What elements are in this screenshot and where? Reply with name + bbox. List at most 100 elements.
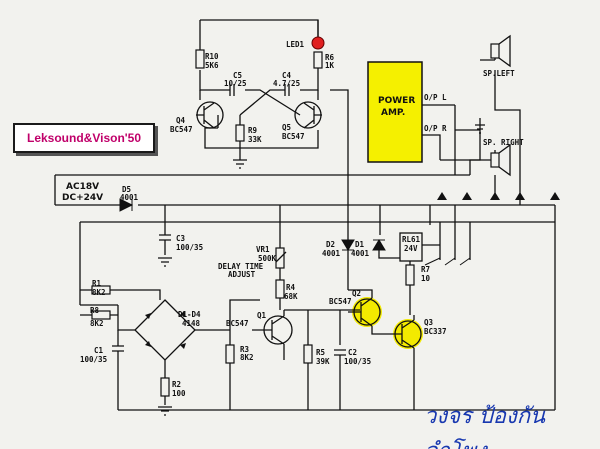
d1-diode: [372, 239, 386, 251]
svg-text:BC547: BC547: [329, 297, 352, 306]
supply-label-ac: AC18V: [66, 182, 99, 192]
svg-text:8K2: 8K2: [90, 319, 104, 328]
svg-text:100/35: 100/35: [344, 357, 371, 366]
svg-text:ADJUST: ADJUST: [228, 270, 256, 279]
svg-text:8K2: 8K2: [240, 353, 254, 362]
svg-text:DELAY TIME: DELAY TIME: [218, 262, 264, 271]
svg-text:24V: 24V: [404, 244, 418, 253]
svg-text:R3: R3: [240, 345, 250, 354]
svg-text:D2: D2: [326, 240, 335, 249]
ground-icon: [475, 124, 485, 134]
svg-text:68K: 68K: [284, 292, 298, 301]
c1-capacitor: [112, 330, 124, 410]
ground-icon: [233, 159, 247, 169]
svg-text:500K: 500K: [258, 254, 277, 263]
svg-text:5K6: 5K6: [205, 61, 219, 70]
svg-text:100/35: 100/35: [80, 355, 107, 364]
r2-resistor: [160, 377, 170, 397]
svg-text:R9: R9: [248, 126, 258, 135]
c2-capacitor: [334, 349, 346, 356]
r10-resistor: [195, 49, 205, 69]
speaker-right-label: SP. RIGHT: [483, 138, 524, 147]
svg-text:R10: R10: [205, 52, 219, 61]
c5-capacitor: [229, 84, 235, 96]
svg-text:BC547: BC547: [282, 132, 305, 141]
component-labels: R10 5K6 C5 10/25 C4 4.7/25 LED1 R6 1K Q4…: [80, 40, 447, 398]
svg-text:10: 10: [421, 274, 431, 283]
svg-text:C2: C2: [348, 348, 357, 357]
ground-rail: [118, 205, 556, 411]
svg-text:C5: C5: [233, 71, 242, 80]
c3-capacitor: [159, 234, 171, 255]
svg-text:Q5: Q5: [282, 123, 291, 132]
svg-text:Q3: Q3: [424, 318, 434, 327]
svg-text:33K: 33K: [248, 135, 262, 144]
diode-bridge: [134, 299, 196, 361]
supply-label-dc: DC+24V: [62, 193, 103, 203]
power-amp-block: [367, 61, 423, 163]
r5-resistor: [303, 344, 313, 364]
r4-resistor: [275, 279, 285, 299]
speaker-left-label: SP.LEFT: [483, 69, 515, 78]
ground-icon: [158, 406, 172, 416]
svg-text:4001: 4001: [120, 193, 139, 202]
svg-text:4001: 4001: [351, 249, 370, 258]
r9-resistor: [235, 124, 245, 142]
svg-text:R8: R8: [90, 306, 100, 315]
brand-label: Leksound&Vison'50: [13, 123, 155, 153]
svg-text:BC337: BC337: [424, 327, 447, 336]
svg-text:Q4: Q4: [176, 116, 186, 125]
speaker-right-icon: [490, 152, 500, 168]
circuit-title: วงจร ป้องกันลำโพง: [424, 404, 546, 449]
svg-text:BC547: BC547: [226, 319, 249, 328]
relay-rl1: [399, 232, 423, 262]
svg-text:BC547: BC547: [170, 125, 193, 134]
svg-text:8K2: 8K2: [92, 288, 106, 297]
svg-text:R4: R4: [286, 283, 296, 292]
svg-text:10/25: 10/25: [224, 79, 247, 88]
r7-resistor: [405, 264, 415, 286]
oscillator-wiring: [199, 19, 349, 248]
svg-text:R6: R6: [325, 53, 335, 62]
svg-text:D1: D1: [355, 240, 365, 249]
q2-highlight: [352, 297, 382, 327]
svg-text:C3: C3: [176, 234, 186, 243]
svg-text:VR1: VR1: [256, 245, 270, 254]
speaker-left-icon: [490, 43, 500, 59]
power-amp-label-2: AMP.: [381, 108, 405, 118]
supply-wiring: [54, 174, 555, 306]
svg-text:D1-D4: D1-D4: [178, 310, 201, 319]
output-left-label: O/P L: [424, 93, 447, 102]
output-right-label: O/P R: [424, 124, 447, 133]
r1-resistor: [91, 285, 111, 295]
svg-text:100: 100: [172, 389, 186, 398]
svg-text:R7: R7: [421, 265, 430, 274]
c4-capacitor: [284, 84, 290, 96]
d5-diode: [119, 198, 134, 212]
svg-text:4148: 4148: [182, 319, 201, 328]
led1: [311, 36, 325, 50]
svg-text:Q2: Q2: [352, 289, 361, 298]
svg-text:100/35: 100/35: [176, 243, 203, 252]
svg-text:4.7/25: 4.7/25: [273, 79, 300, 88]
svg-text:C1: C1: [94, 346, 104, 355]
svg-text:R1: R1: [92, 279, 102, 288]
q3-highlight: [393, 319, 423, 349]
svg-text:R2: R2: [172, 380, 181, 389]
junction-arrows: [437, 192, 560, 200]
svg-text:R5: R5: [316, 348, 325, 357]
power-amp-label-1: POWER: [378, 96, 415, 106]
r3-resistor: [225, 344, 235, 364]
svg-text:39K: 39K: [316, 357, 330, 366]
relay-contacts: [424, 257, 471, 266]
svg-text:LED1: LED1: [286, 40, 305, 49]
svg-text:4001: 4001: [322, 249, 341, 258]
svg-text:D5: D5: [122, 185, 131, 194]
svg-text:C4: C4: [282, 71, 292, 80]
r6-resistor: [313, 51, 323, 69]
svg-text:1K: 1K: [325, 61, 335, 70]
svg-text:RL61: RL61: [402, 235, 421, 244]
svg-text:Q1: Q1: [257, 311, 267, 320]
